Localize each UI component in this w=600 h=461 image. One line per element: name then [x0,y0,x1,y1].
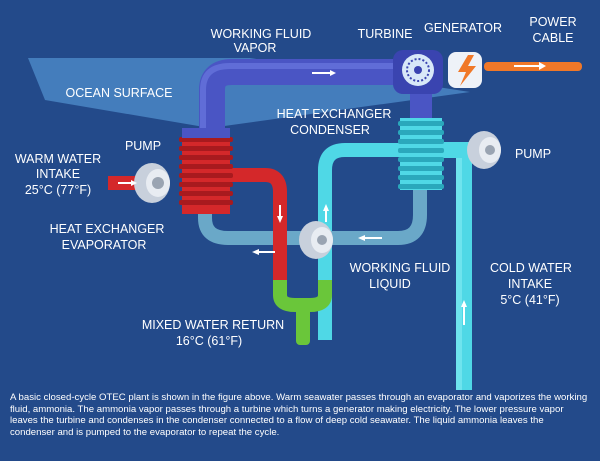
label-hx-evaporator-2: EVAPORATOR [62,238,147,252]
caption: A basic closed-cycle OTEC plant is shown… [10,392,588,438]
label-warm-water-intake-3: 25°C (77°F) [25,183,91,197]
lightning-bolt-icon [458,55,476,86]
label-hx-condenser-1: HEAT EXCHANGER [277,107,392,121]
pump-right-icon [467,131,501,169]
label-generator: GENERATOR [424,21,502,35]
mixed-water-return-pipe [296,303,310,345]
evaporator-top-cap [182,128,230,138]
label-ocean-surface: OCEAN SURFACE [66,86,173,100]
turbine-hub [414,66,422,74]
label-mixed-water-return-2: 16°C (61°F) [176,334,242,348]
label-pump-left: PUMP [125,139,161,153]
vapor-pipe [199,59,400,140]
label-cold-water-intake-1: COLD WATER [490,261,572,275]
label-cold-water-intake-3: 5°C (41°F) [500,293,559,307]
vapor-pipe-highlight [200,63,398,140]
label-working-fluid-vapor-2: VAPOR [234,41,277,55]
label-power-cable-1: POWER [529,15,576,29]
label-mixed-water-return-1: MIXED WATER RETURN [142,318,284,332]
label-pump-right: PUMP [515,147,551,161]
condenser-coil [398,118,444,190]
label-warm-water-intake-1: WARM WATER [15,152,101,166]
label-hx-evaporator-1: HEAT EXCHANGER [50,222,165,236]
label-turbine: TURBINE [358,27,413,41]
label-warm-water-intake-2: INTAKE [36,167,80,181]
evaporator-coil [179,134,233,214]
turbine-blades [406,58,430,82]
pump-center-icon [299,221,333,259]
cold-water-highlight [456,152,462,390]
label-working-fluid-liquid-1: WORKING FLUID [350,261,451,275]
label-hx-condenser-2: CONDENSER [290,123,370,137]
warm-water-loop [230,168,287,282]
label-cold-water-intake-2: INTAKE [508,277,552,291]
label-power-cable-2: CABLE [533,31,574,45]
flow-arrows [118,62,546,325]
pump-left-icon [134,163,170,203]
label-working-fluid-vapor-1: WORKING FLUID [211,27,312,41]
label-working-fluid-liquid-2: LIQUID [369,277,411,291]
cold-water-loop [318,143,470,340]
